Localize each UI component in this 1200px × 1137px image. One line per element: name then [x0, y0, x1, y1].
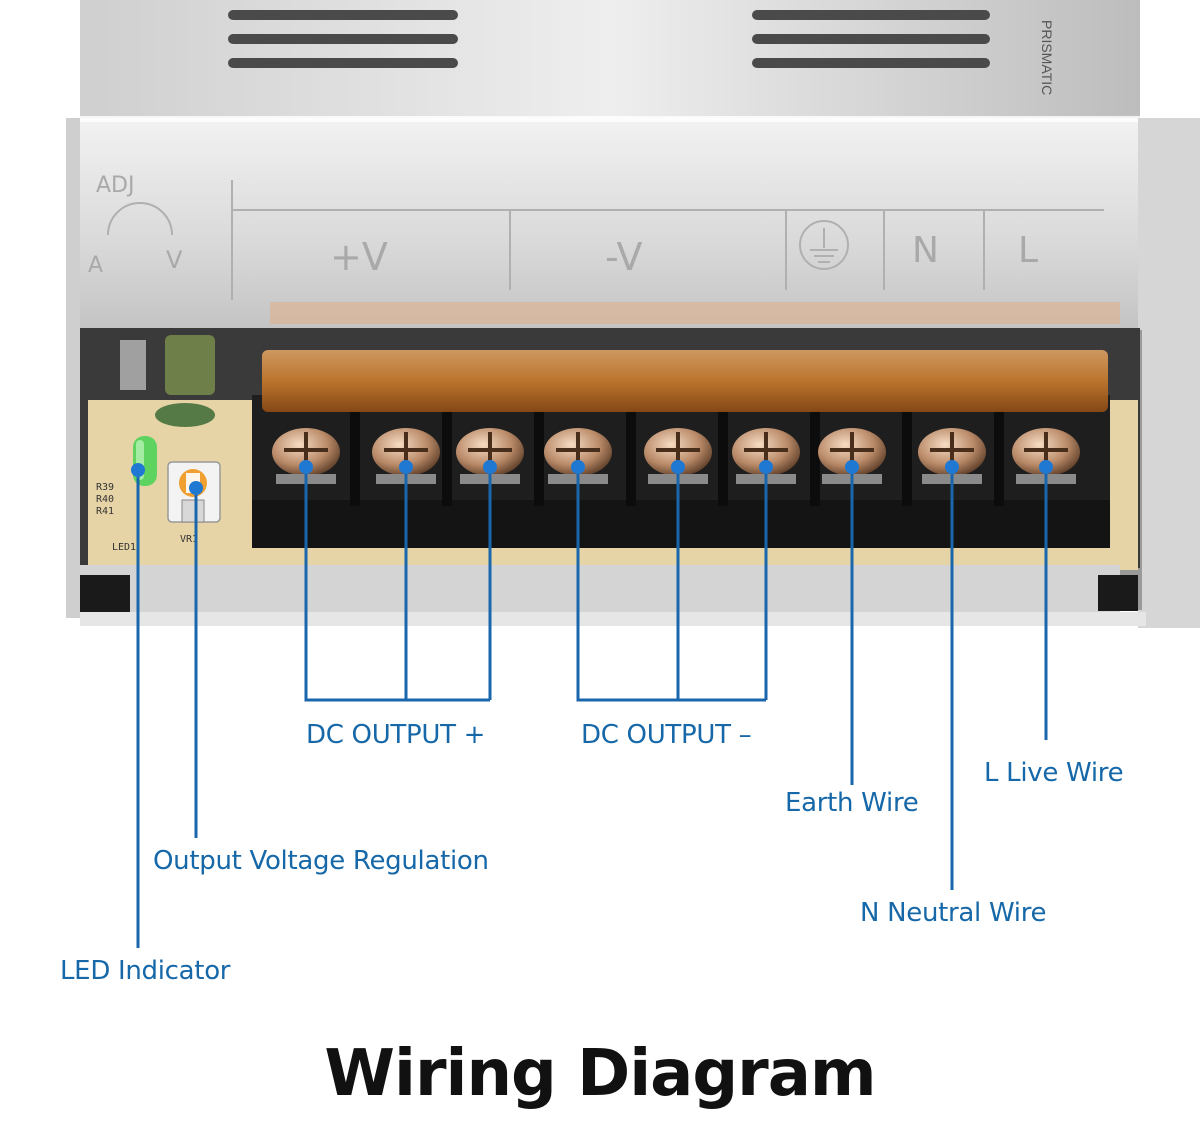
engraved-text: ADJ A V +V -V N L — [88, 173, 1038, 279]
callout-dot — [399, 460, 413, 474]
case-left-wall — [66, 118, 80, 618]
callout-dot — [483, 460, 497, 474]
r40-label: R40 — [96, 494, 114, 505]
earth-wire-label: Earth Wire — [785, 788, 919, 818]
l-label: L — [1018, 230, 1038, 271]
terminal-screws — [272, 428, 1080, 484]
green-component — [155, 403, 215, 427]
callout-dot — [131, 463, 145, 477]
plus-v-label: +V — [330, 235, 388, 279]
capacitor — [165, 335, 215, 395]
dc-output-minus-label: DC OUTPUT – — [581, 720, 752, 750]
callout-dot — [671, 460, 685, 474]
led-indicator-label: LED Indicator — [60, 956, 231, 986]
callout-lines — [136, 467, 1048, 948]
callout-dot — [189, 481, 203, 495]
callout-leader-line — [576, 467, 768, 702]
callout-dot — [1039, 460, 1053, 474]
callout-leader-line — [304, 467, 492, 702]
led1-label: LED1 — [112, 542, 136, 553]
adj-label: ADJ — [96, 173, 134, 198]
n-label: N — [912, 230, 939, 271]
pcb-silkscreen: R39 R40 R41 LED1 VR1 — [96, 482, 198, 553]
v-small-label: V — [166, 246, 183, 274]
callout-dot — [845, 460, 859, 474]
output-voltage-regulation-label: Output Voltage Regulation — [153, 846, 489, 876]
terminal-cover — [262, 350, 1108, 412]
live-wire-label: L Live Wire — [984, 758, 1124, 788]
r39-label: R39 — [96, 482, 114, 493]
r41-label: R41 — [96, 506, 114, 517]
dc-output-plus-label: DC OUTPUT + — [306, 720, 486, 750]
case-front — [78, 118, 1146, 328]
engraved-panel — [107, 180, 1104, 300]
callout-dots — [131, 460, 1053, 495]
callout-dot — [945, 460, 959, 474]
callout-dot — [571, 460, 585, 474]
minus-v-label: -V — [605, 235, 642, 279]
brand-engraving: PRISMATIC — [1039, 20, 1055, 95]
neutral-wire-label: N Neutral Wire — [860, 898, 1047, 928]
terminal-dividers — [350, 410, 1004, 506]
diagram-title: Wiring Diagram — [324, 1037, 876, 1111]
vent-slots — [228, 10, 990, 68]
callout-dot — [299, 460, 313, 474]
vr1-label: VR1 — [180, 534, 198, 545]
a-label: A — [88, 253, 103, 278]
case-right-wall — [1138, 118, 1200, 628]
callout-dot — [759, 460, 773, 474]
